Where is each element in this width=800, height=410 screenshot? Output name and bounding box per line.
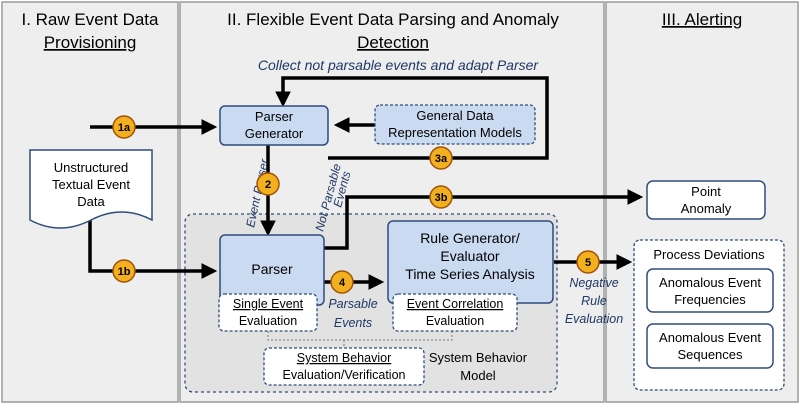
anomalous-frequencies-box [646,268,774,313]
section-parsing-title-2: Detection [357,33,429,52]
anomalous-sequences-box [646,323,774,369]
point-anomaly-box [646,180,766,220]
negative-annotation-1: Negative [569,276,618,290]
arrow-1b [88,218,218,279]
process-deviations-title: Process Deviations [653,247,765,262]
general-data-label-1: General Data [416,108,494,123]
parsable-annotation-2: Events [334,316,372,330]
badge-4: 4 [330,270,354,294]
negative-annotation-3: Evaluation [565,312,623,326]
rule-generator-label-1: Rule Generator/ [420,230,520,246]
arrow-not-parsable [324,189,644,250]
rule-generator-label-2: Evaluator [440,248,499,264]
point-anomaly-label-2: Anomaly [681,201,732,216]
unstructured-label-1: Unstructured [54,160,128,175]
section-parsing-title-1: II. Flexible Event Data Parsing and Anom… [227,10,559,29]
rule-generator-label-3: Time Series Analysis [405,266,534,282]
svg-text:3a: 3a [435,153,448,165]
system-behavior-eval-label-2: Evaluation/Verification [283,368,406,382]
section-raw-title-2: Provisioning [44,33,137,52]
general-data-models-box [374,104,536,145]
anomalous-frequencies-label-2: Frequencies [674,292,746,307]
unstructured-data-document [29,149,153,229]
point-anomaly-label-1: Point [691,184,721,199]
parser-generator-label-2: Generator [245,126,304,141]
svg-text:4: 4 [339,277,346,289]
badge-3a: 3a [429,146,453,170]
system-behavior-model-label-2: Model [460,368,496,383]
unstructured-label-3: Data [77,194,105,209]
svg-text:1a: 1a [118,122,131,134]
event-correlation-label-2: Evaluation [426,314,484,328]
general-data-label-2: Representation Models [388,125,522,140]
badge-1a: 1a [112,115,136,139]
parser-generator-label-1: Parser [255,109,294,124]
single-event-label-2: Evaluation [239,314,297,328]
unstructured-label-2: Textual Event [52,177,130,192]
badge-3b: 3b [429,185,453,209]
event-correlation-label-1: Event Correlation [407,297,504,311]
badge-5: 5 [576,250,600,274]
svg-text:5: 5 [585,257,591,269]
single-event-label-1: Single Event [233,297,304,311]
feedback-arrow [275,76,549,160]
parsable-annotation-1: Parsable [328,297,377,311]
section-raw-title-1: I. Raw Event Data [21,10,159,29]
anomalous-sequences-label-2: Sequences [677,347,743,362]
parser-generator-box [219,105,329,146]
single-event-eval-box [218,293,318,332]
system-behavior-eval-box [263,347,425,386]
badge-1b: 1b [112,259,136,283]
feedback-annotation: Collect not parsable events and adapt Pa… [258,57,540,73]
sbe-dotted-link [267,331,453,341]
svg-text:2: 2 [265,179,271,191]
badge-2: 2 [256,172,280,196]
system-behavior-eval-label-1: System Behavior [297,351,391,365]
section-alerting-title: III. Alerting [662,10,742,29]
event-correlation-eval-box [392,293,518,332]
anomalous-sequences-label-1: Anomalous Event [659,330,761,345]
negative-annotation-2: Rule [581,294,607,308]
system-behavior-model-label-1: System Behavior [429,350,528,365]
anomalous-frequencies-label-1: Anomalous Event [659,275,761,290]
svg-text:1b: 1b [118,266,131,278]
parser-label: Parser [251,261,293,277]
svg-text:3b: 3b [435,192,448,204]
